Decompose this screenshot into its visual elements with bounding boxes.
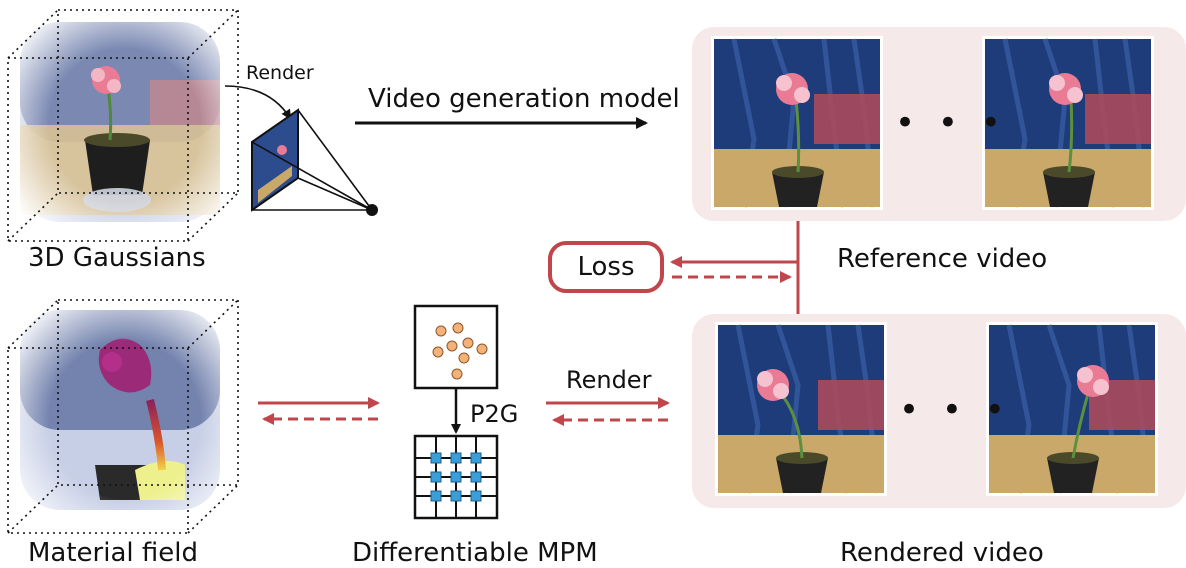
- material-field-cube: [7, 299, 239, 534]
- rendered-video-label: Rendered video: [840, 538, 1044, 568]
- render-bottom-label: Render: [566, 366, 652, 394]
- reference-frame-2: [982, 36, 1154, 210]
- reference-ellipsis: • • •: [895, 103, 1007, 143]
- grid-icon: [413, 434, 499, 520]
- gaussians-cube: [7, 9, 239, 242]
- material-field-thumbnail: [0, 290, 250, 550]
- reference-video-label: Reference video: [837, 244, 1048, 274]
- rendered-ellipsis: • • •: [899, 390, 1011, 430]
- gaussians-label: 3D Gaussians: [28, 243, 206, 273]
- rendered-frame-1: [715, 322, 887, 496]
- camera-frustum-icon: [251, 108, 378, 216]
- reference-frame-1: [711, 36, 883, 210]
- material-field-label: Material field: [28, 538, 198, 568]
- particles-icon: [413, 304, 499, 390]
- loss-box: Loss: [548, 241, 664, 293]
- gaussians-thumbnail: [0, 0, 250, 250]
- video-generation-label: Video generation model: [368, 84, 680, 114]
- render-curve-arrow: [224, 85, 292, 120]
- loss-label: Loss: [577, 252, 635, 282]
- rendered-frame-2: [986, 322, 1158, 496]
- mpm-label: Differentiable MPM: [352, 538, 598, 568]
- p2g-label: P2G: [470, 400, 519, 428]
- render-top-label: Render: [246, 62, 314, 84]
